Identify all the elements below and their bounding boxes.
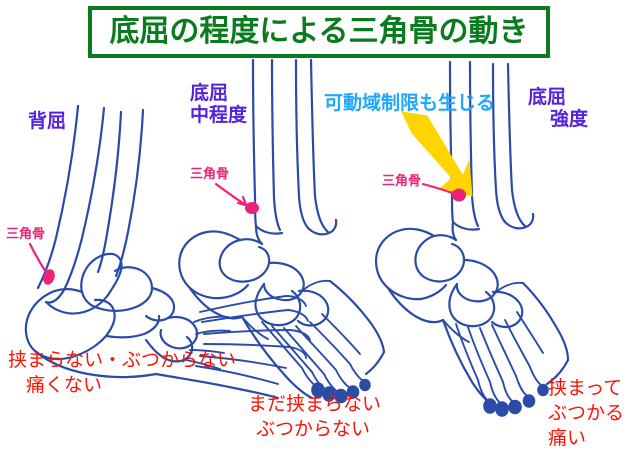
bone-label-strong: 三角骨 — [382, 174, 422, 189]
stage-label-line2: 強度 — [550, 108, 589, 130]
stage-label-line1: 底屈 — [528, 86, 567, 108]
outcome-line-1: まだ挟まらない — [248, 393, 382, 415]
outcome-line-2: ぶつかる — [548, 402, 625, 424]
title-box: 底屈の程度による三角骨の動き — [88, 6, 550, 58]
outcome-dorsiflexion: 挟まらない・ぶつからない 痛くない — [8, 348, 236, 398]
stage-label-dorsiflexion: 背屈 — [28, 110, 66, 132]
stage-label-line1: 底屈 — [190, 82, 229, 104]
bone-label-moderate: 三角骨 — [190, 167, 230, 182]
bone-label-dorsiflexion: 三角骨 — [6, 227, 46, 242]
outcome-moderate: まだ挟まらない ぶつからない — [248, 392, 381, 442]
outcome-strong: 挟まって ぶつかる 痛い — [548, 376, 624, 449]
stage-label-moderate: 底屈 中程度 — [190, 82, 247, 126]
rom-limit-annotation: 可動域制限も生じる — [324, 92, 496, 114]
stage-label-line2: 中程度 — [190, 104, 248, 126]
outcome-line-1: 挟まって — [548, 377, 623, 399]
page-title: 底屈の程度による三角骨の動き — [109, 14, 529, 49]
outcome-line-3: 痛い — [548, 427, 587, 449]
outcome-line-1: 挟まらない・ぶつからない — [8, 349, 237, 371]
stage-label-line1: 背屈 — [28, 110, 67, 132]
outcome-line-2: 痛くない — [26, 374, 103, 396]
stage-label-strong: 底屈 強度 — [528, 86, 588, 130]
outcome-line-2: ぶつからない — [256, 418, 371, 440]
